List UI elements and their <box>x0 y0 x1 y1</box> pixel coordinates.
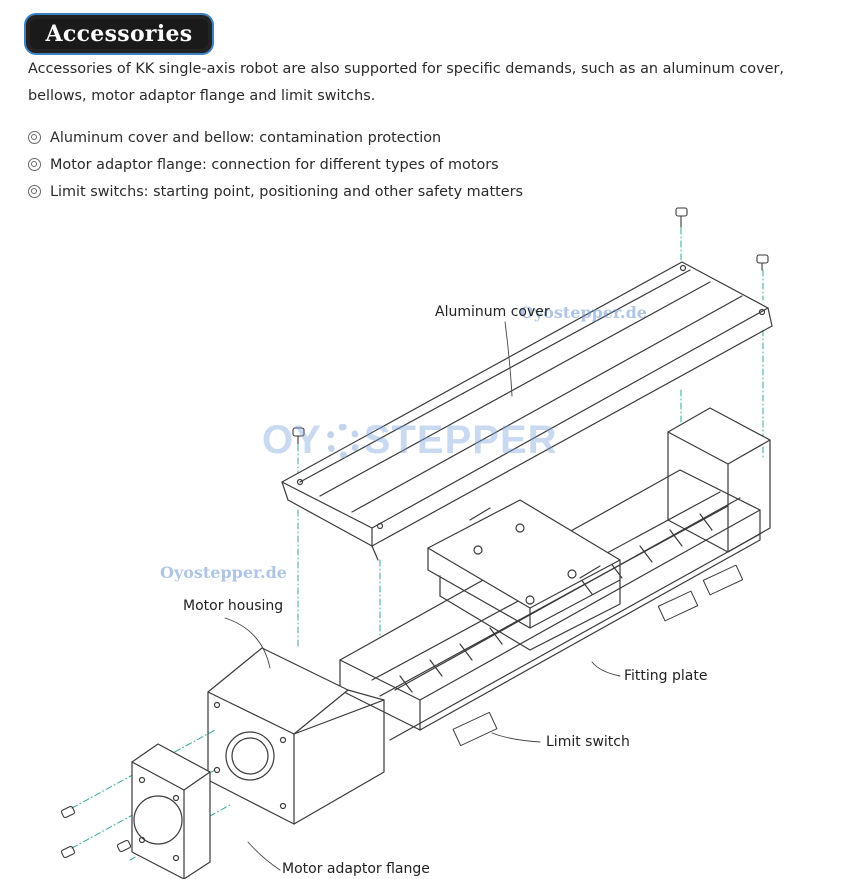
end-block-part <box>667 407 771 553</box>
label-fitting-plate: Fitting plate <box>624 668 708 684</box>
brand-watermark-right: STEPPER <box>363 418 558 462</box>
label-motor-housing: Motor housing <box>183 598 284 614</box>
aluminum-cover-part <box>281 261 773 561</box>
limit-switch-part <box>452 564 744 747</box>
feature-item: Motor adaptor flange: connection for dif… <box>28 151 523 178</box>
feature-text: Aluminum cover and bellow: contamination… <box>50 129 442 146</box>
double-circle-bullet-icon <box>28 131 41 144</box>
feature-text: Limit switchs: starting point, positioni… <box>50 183 524 200</box>
feature-text: Motor adaptor flange: connection for dif… <box>50 156 499 173</box>
watermark-text: Oyostepper.de <box>160 563 287 582</box>
feature-item: Aluminum cover and bellow: contamination… <box>28 124 523 151</box>
callout-leaders <box>224 321 621 871</box>
motor-adaptor-flange-part <box>131 743 211 879</box>
brand-watermark-left: OY <box>262 418 322 462</box>
intro-paragraph: Accessories of KK single-axis robot are … <box>28 61 784 104</box>
section-badge: Accessories <box>26 15 212 53</box>
label-limit-switch: Limit switch <box>546 734 630 750</box>
double-circle-bullet-icon <box>28 185 41 198</box>
watermark-text: Oyostepper.de <box>520 303 647 322</box>
feature-list: Aluminum cover and bellow: contamination… <box>28 124 523 205</box>
motor-housing-part <box>207 647 385 825</box>
label-motor-adaptor-flange: Motor adaptor flange <box>282 861 430 877</box>
feature-item: Limit switchs: starting point, positioni… <box>28 178 523 205</box>
section-title: Accessories <box>45 21 193 47</box>
brand-watermark: OY STEPPER <box>262 418 558 463</box>
double-circle-bullet-icon <box>28 158 41 171</box>
section-badge-inner: Accessories <box>30 19 208 49</box>
fitting-plate-part <box>427 499 621 651</box>
gear-icon <box>325 423 360 458</box>
label-aluminum-cover: Aluminum cover <box>435 304 550 320</box>
screw-icon <box>60 207 769 859</box>
